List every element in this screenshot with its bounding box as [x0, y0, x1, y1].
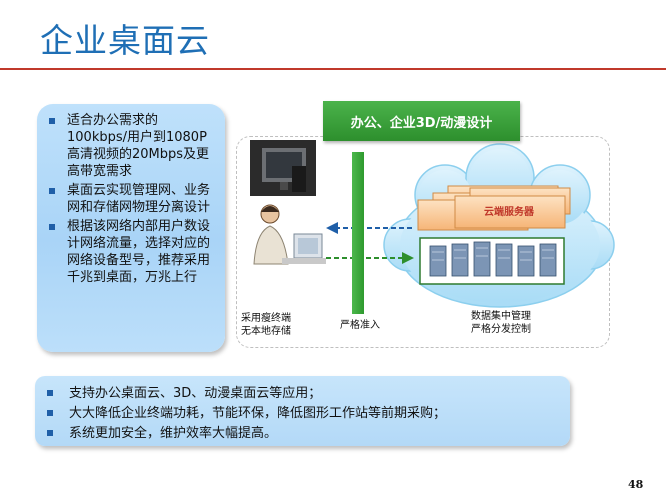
cloud-server-label: 云端服务器 [484, 207, 534, 218]
square-bullet-icon [49, 224, 55, 230]
left-bullet-text: 桌面云实现管理网、业务网和存储网物理分离设计 [67, 183, 211, 215]
left-bullet-text: 适合办公需求的100kbps/用户到1080P高清视频的20Mbps及更高带宽需… [67, 113, 210, 179]
left-bullet-box: 适合办公需求的100kbps/用户到1080P高清视频的20Mbps及更高带宽需… [37, 104, 225, 352]
left-bullet-item: 桌面云实现管理网、业务网和存储网物理分离设计 [49, 182, 217, 216]
access-control-bar [352, 152, 364, 314]
square-bullet-icon [49, 188, 55, 194]
client-label-line1: 采用瘦终端 [241, 313, 291, 324]
datacenter-label-line2: 严格分发控制 [471, 324, 531, 335]
page-title: 企业桌面云 [40, 21, 210, 60]
bottom-bullet-item: 大大降低企业终端功耗，节能环保，降低图形工作站等前期采购； [47, 404, 560, 424]
access-label: 严格准入 [340, 320, 380, 331]
left-bullet-item: 根据该网络内部用户数设计网络流量，选择对应的网络设备型号，推荐采用千兆到桌面，万… [49, 218, 217, 286]
data-flow-arrows [326, 222, 414, 264]
bottom-bullet-text: 大大降低企业终端功耗，节能环保，降低图形工作站等前期采购； [69, 406, 447, 421]
left-bullet-item: 适合办公需求的100kbps/用户到1080P高清视频的20Mbps及更高带宽需… [49, 112, 217, 180]
datacenter-label-line1: 数据集中管理 [471, 311, 531, 322]
server-cards [417, 185, 571, 231]
thin-terminal-photo [250, 140, 316, 196]
left-bullet-text: 根据该网络内部用户数设计网络流量，选择对应的网络设备型号，推荐采用千兆到桌面，万… [67, 219, 211, 285]
square-bullet-icon [47, 430, 53, 436]
bottom-bullet-text: 系统更加安全，维护效率大幅提高。 [69, 426, 278, 441]
title-divider [0, 68, 666, 70]
bottom-bullet-item: 系统更加安全，维护效率大幅提高。 [47, 424, 560, 444]
square-bullet-icon [49, 118, 55, 124]
page-number: 48 [628, 478, 644, 491]
bottom-bullet-box: 支持办公桌面云、3D、动漫桌面云等应用； 大大降低企业终端功耗，节能环保，降低图… [35, 376, 570, 446]
server-rack-icon [419, 237, 565, 285]
operator-person-icon [253, 204, 326, 265]
scenario-banner: 办公、企业3D/动漫设计 [323, 101, 520, 141]
bottom-bullet-item: 支持办公桌面云、3D、动漫桌面云等应用； [47, 384, 560, 404]
bottom-bullet-text: 支持办公桌面云、3D、动漫桌面云等应用； [69, 386, 322, 401]
square-bullet-icon [47, 410, 53, 416]
client-label-line2: 无本地存储 [241, 326, 291, 337]
square-bullet-icon [47, 390, 53, 396]
